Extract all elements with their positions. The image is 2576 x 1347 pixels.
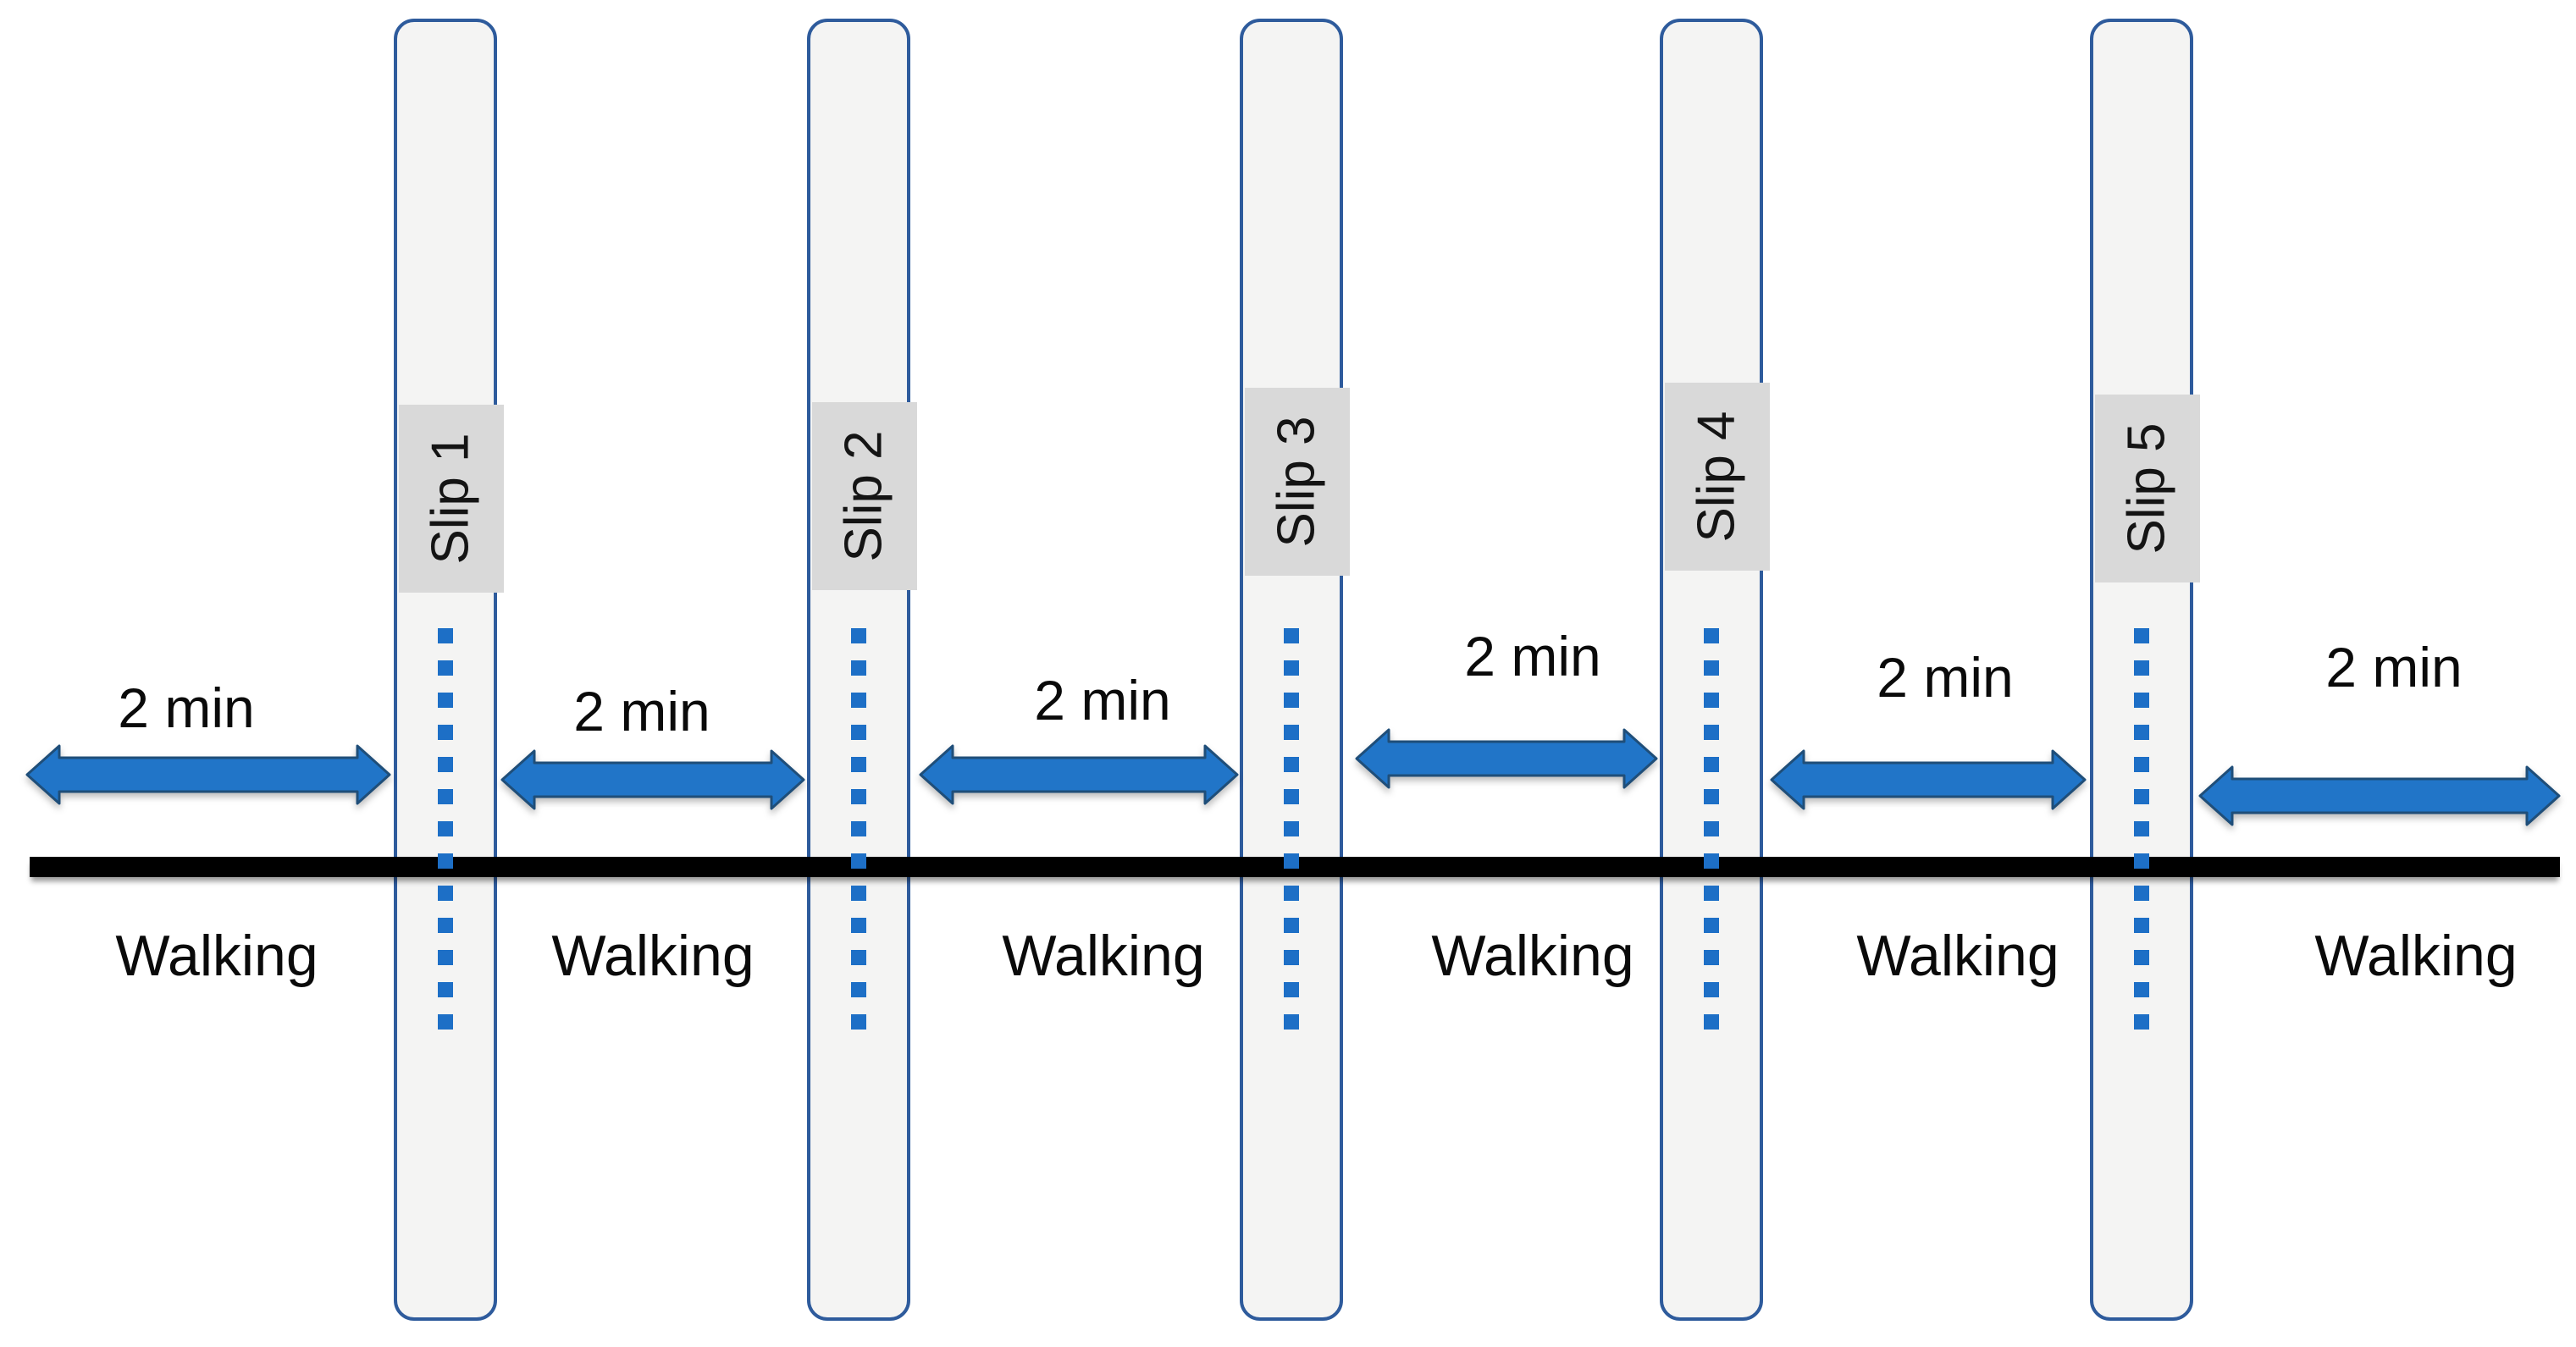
slip-label-text: Slip 1 xyxy=(422,433,480,565)
double-arrow-icon xyxy=(2198,765,2561,826)
activity-label: Walking xyxy=(1431,924,1634,988)
activity-label: Walking xyxy=(2314,924,2518,988)
slip-label-plate-5: Slip 5 xyxy=(2095,395,2200,582)
activity-label: Walking xyxy=(115,924,318,988)
slip-label-text: Slip 5 xyxy=(2118,422,2176,555)
slip-event-dashed-line-3 xyxy=(1284,628,1299,1033)
duration-label: 2 min xyxy=(1464,625,1601,687)
slip-label-plate-2: Slip 2 xyxy=(812,402,917,590)
double-arrow-icon xyxy=(1770,749,2087,810)
activity-label: Walking xyxy=(551,924,755,988)
double-arrow-icon xyxy=(25,744,391,805)
activity-label: Walking xyxy=(1856,924,2059,988)
slip-event-dashed-line-1 xyxy=(438,628,453,1033)
slip-label-text: Slip 4 xyxy=(1688,411,1746,543)
slip-label-text: Slip 2 xyxy=(835,430,893,562)
slip-label-text: Slip 3 xyxy=(1268,416,1326,548)
activity-label: Walking xyxy=(1002,924,1205,988)
slip-label-plate-4: Slip 4 xyxy=(1665,383,1770,571)
slip-label-plate-3: Slip 3 xyxy=(1245,388,1350,576)
double-arrow-icon xyxy=(1355,728,1658,789)
slip-event-dashed-line-2 xyxy=(851,628,866,1033)
duration-label: 2 min xyxy=(573,680,710,743)
double-arrow-icon xyxy=(500,749,805,810)
duration-label: 2 min xyxy=(2325,636,2463,698)
slip-label-plate-1: Slip 1 xyxy=(399,405,504,593)
duration-label: 2 min xyxy=(1877,646,2014,709)
double-arrow-icon xyxy=(919,744,1239,805)
duration-label: 2 min xyxy=(1034,669,1171,731)
duration-label: 2 min xyxy=(118,676,255,739)
slip-event-dashed-line-5 xyxy=(2134,628,2149,1033)
slip-event-dashed-line-4 xyxy=(1704,628,1719,1033)
